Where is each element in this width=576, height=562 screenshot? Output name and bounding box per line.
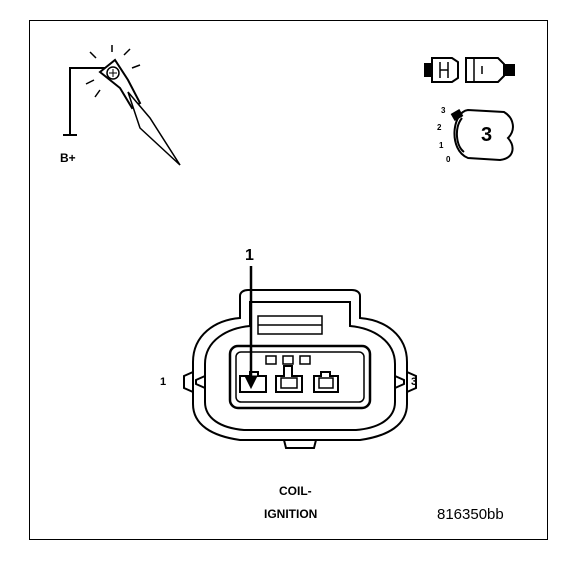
switch-position-1: 1 — [439, 141, 444, 150]
ignition-switch-icon — [450, 108, 514, 162]
pin-left-label: 1 — [160, 376, 167, 388]
connector-name-line2: IGNITION — [264, 507, 318, 521]
pin-callout-arrow — [244, 266, 258, 390]
switch-position-0: 0 — [446, 155, 451, 164]
connector-name-line1: COIL- — [279, 484, 312, 498]
switch-position-2: 2 — [437, 123, 442, 132]
switch-position-3: 3 — [441, 106, 446, 115]
test-light-icon — [63, 45, 181, 166]
connector-body — [183, 289, 417, 449]
pin-right-label: 3 — [411, 376, 418, 388]
voltage-label: B+ — [60, 151, 76, 165]
figure-id: 816350bb — [437, 506, 504, 523]
connector-disconnect-icon — [424, 57, 515, 83]
pin-callout-label: 1 — [245, 247, 254, 264]
diagram-frame — [29, 20, 548, 540]
switch-key-number: 3 — [481, 124, 493, 146]
